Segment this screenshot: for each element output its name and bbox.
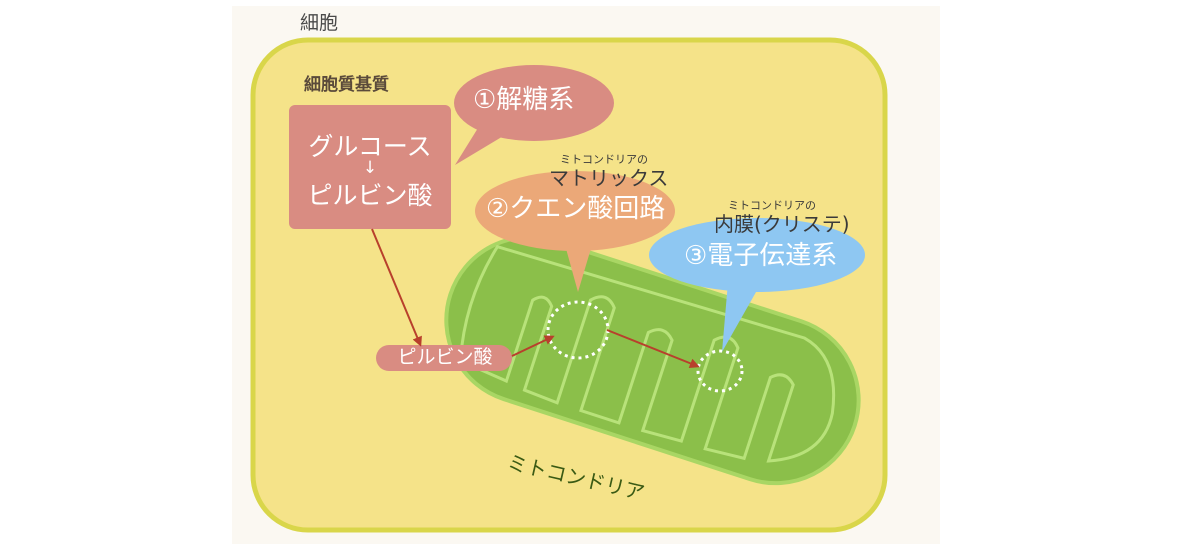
down-arrow-icon: ↓ [362, 158, 378, 178]
pyruvate-pill-label: ピルビン酸 [397, 346, 493, 368]
glycolysis-bubble [454, 65, 614, 165]
cristae-dotted-circle [696, 349, 744, 393]
glucose-label: グルコース [308, 132, 432, 161]
electron-transport-label: ③電子伝達系 [684, 241, 838, 271]
arrow-matrix-to-cristae [606, 329, 700, 369]
mitochondrion [444, 235, 861, 486]
mitochondrion-cristae [458, 244, 836, 463]
matrix-caption: ミトコンドリアの [560, 153, 648, 166]
glucose-box [289, 105, 451, 229]
inner-membrane-caption: ミトコンドリアの [728, 199, 816, 212]
pyruvate-box-label: ピルビン酸 [307, 181, 433, 210]
matrix-label: マトリックス [549, 166, 669, 190]
inner-membrane-label: 内膜(クリステ) [714, 212, 850, 236]
cell-label: 細胞 [300, 12, 339, 34]
citric-cycle-label: ②クエン酸回路 [486, 194, 666, 224]
arrow-glucose-to-pyruvate [371, 228, 422, 347]
pyruvate-pill [376, 345, 512, 371]
cytoplasm-label: 細胞質基質 [304, 75, 389, 95]
electron-transport-bubble [649, 218, 865, 352]
glycolysis-label: ①解糖系 [473, 85, 575, 115]
arrow-pyruvate-to-matrix [511, 335, 555, 357]
citric-cycle-bubble [475, 171, 675, 292]
